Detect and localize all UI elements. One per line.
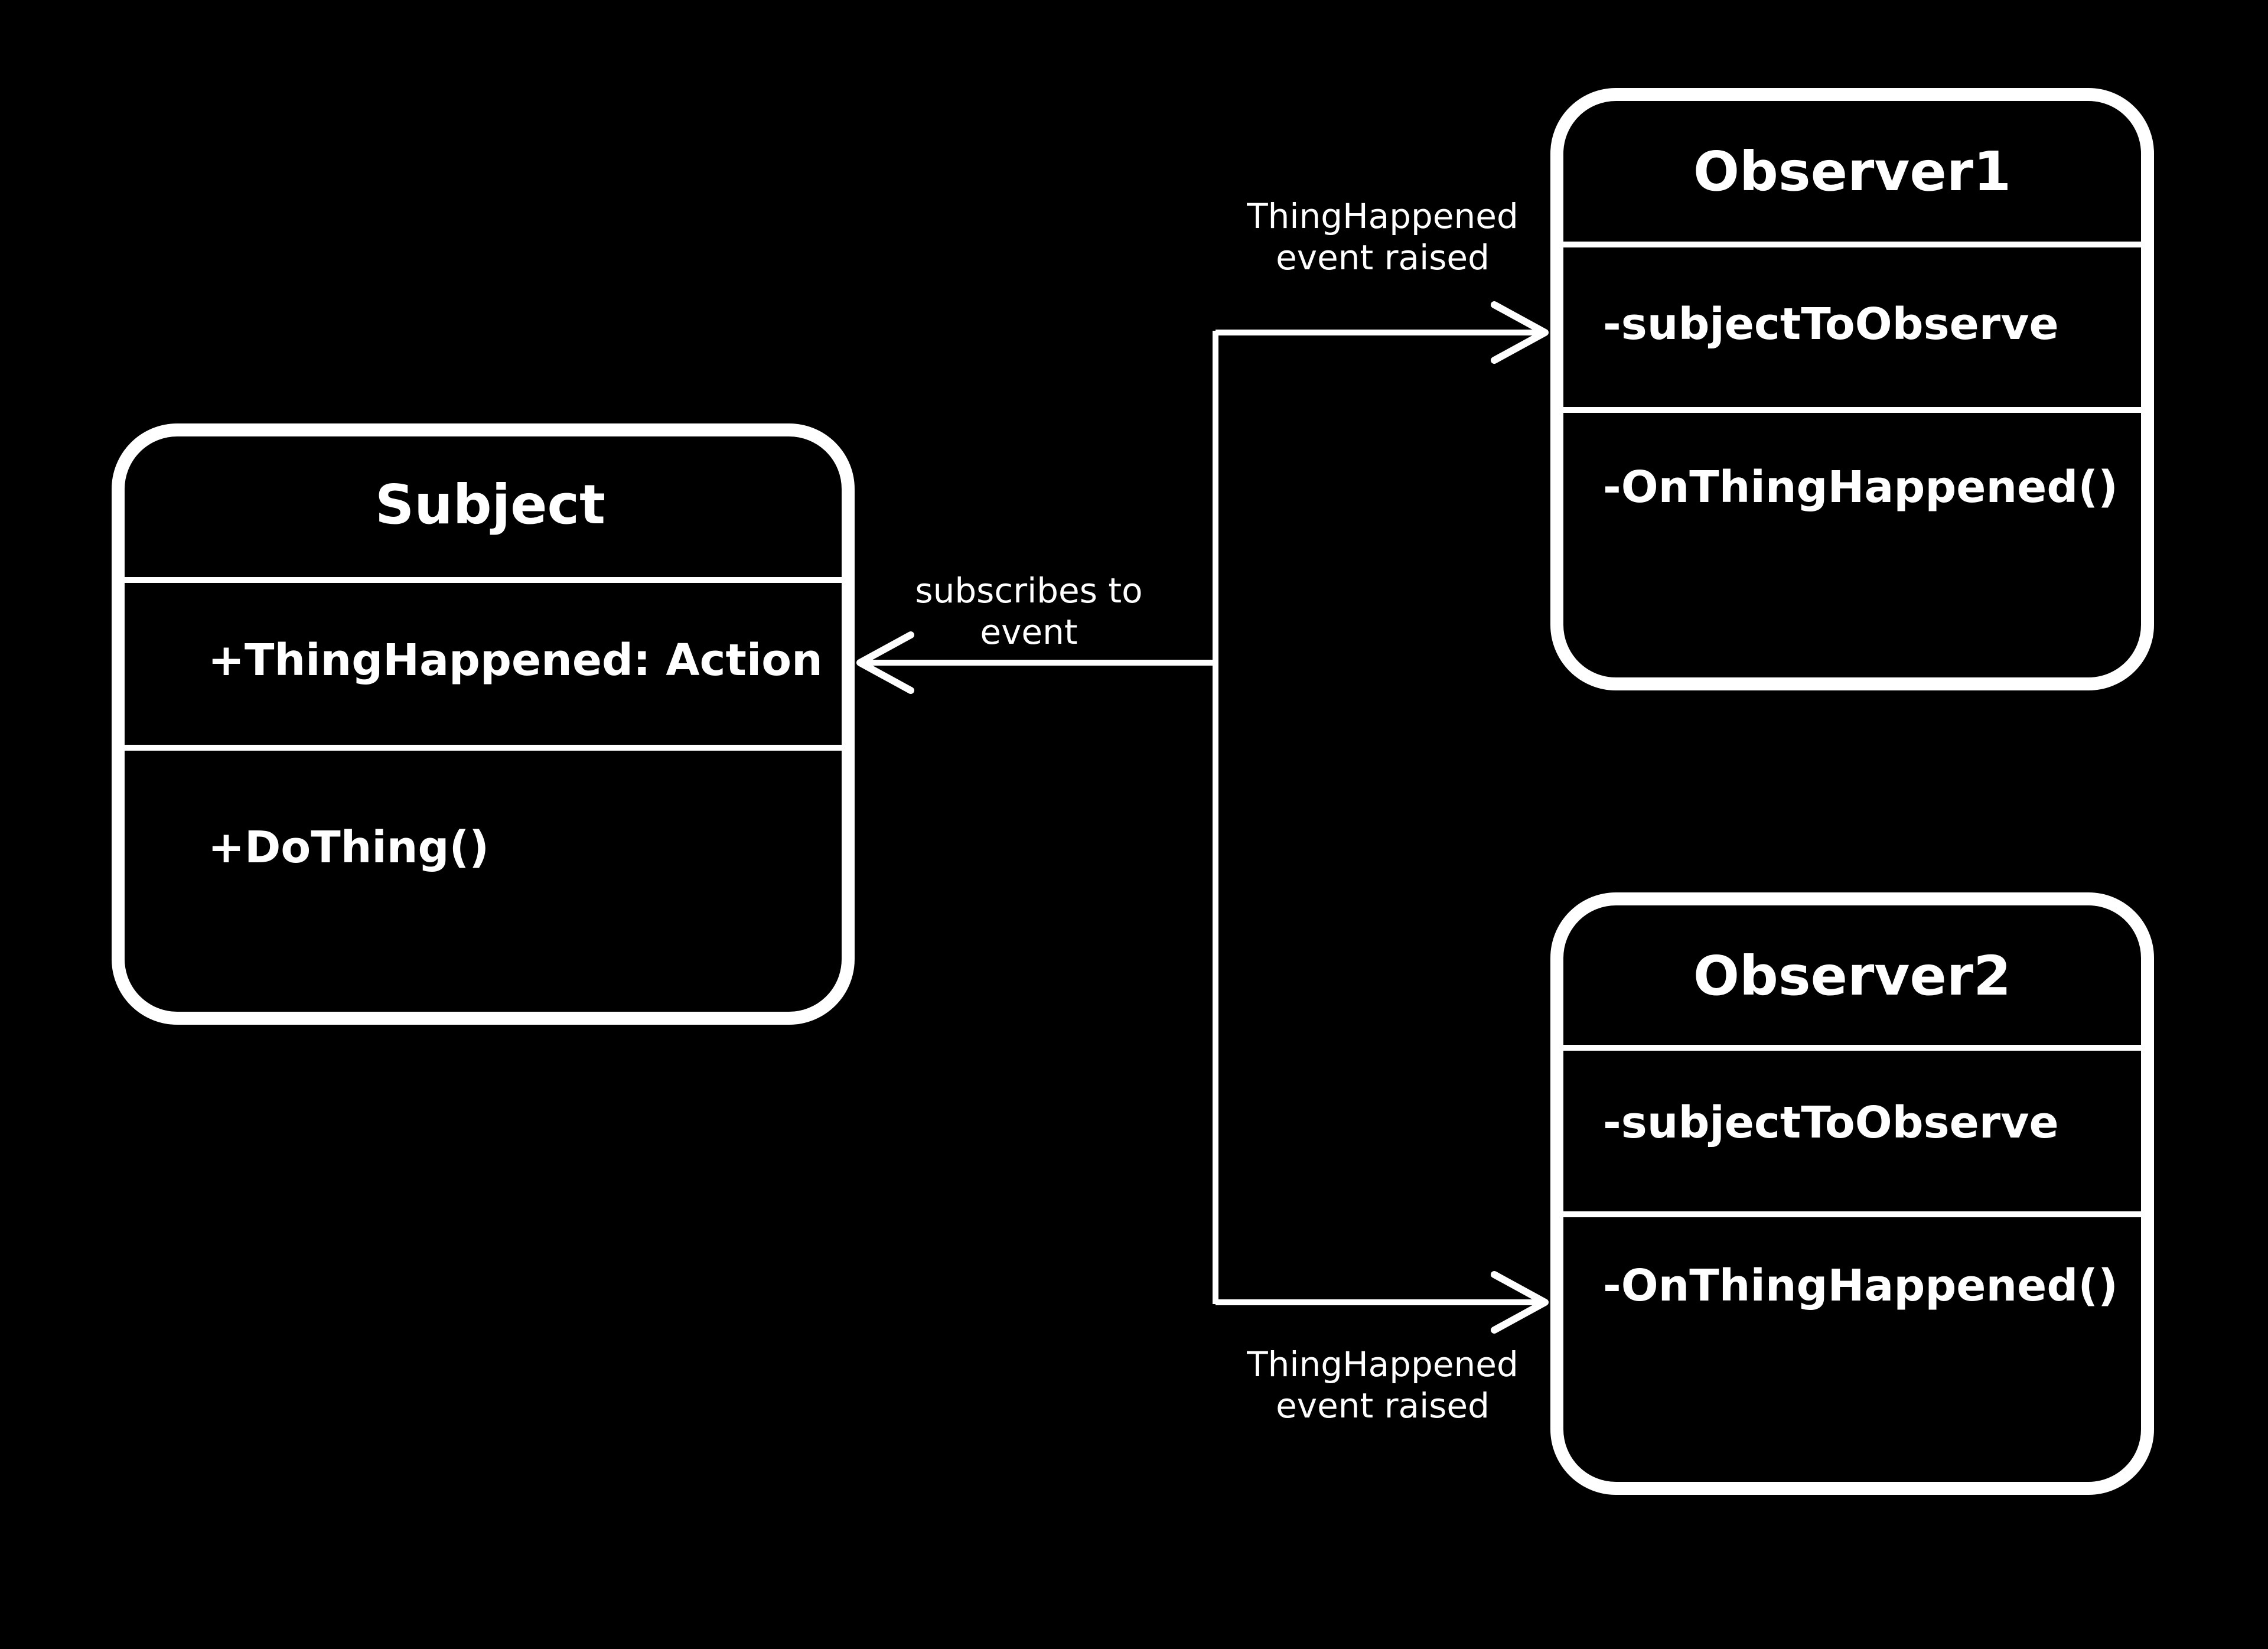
arrowhead-to-observer1 [1491, 301, 1549, 364]
observer1-attribute: -subjectToObserve [1603, 299, 2059, 350]
arrowhead-to-subject [856, 631, 914, 694]
edge-labels: subscribes to event ThingHappened event … [915, 196, 1518, 1426]
class-box-observer1: Observer1 -subjectToObserve -OnThingHapp… [1550, 88, 2154, 690]
observer1-title: Observer1 [1693, 140, 2011, 203]
observer2-method: -OnThingHappened() [1603, 1260, 2118, 1311]
subscribe-label-line-1: subscribes to [915, 571, 1142, 611]
observer2-attribute: -subjectToObserve [1603, 1097, 2059, 1148]
raised2-label-line-2: event raised [1276, 1386, 1490, 1426]
class-box-observer2: Observer2 -subjectToObserve -OnThingHapp… [1550, 892, 2154, 1495]
observer2-title: Observer2 [1693, 944, 2011, 1008]
connectors [856, 301, 1549, 1334]
subject-attribute: +ThingHappened: Action [208, 635, 823, 686]
arrowhead-to-observer2 [1491, 1271, 1549, 1334]
raised1-label-line-2: event raised [1276, 237, 1490, 278]
raised2-label-line-1: ThingHappened [1246, 1344, 1518, 1384]
subscribe-label-line-2: event [980, 612, 1077, 652]
subject-method: +DoThing() [208, 822, 489, 873]
observer1-method: -OnThingHappened() [1603, 462, 2118, 513]
subject-title: Subject [375, 473, 605, 536]
raised1-label-line-1: ThingHappened [1246, 196, 1518, 236]
class-box-subject: Subject +ThingHappened: Action +DoThing(… [112, 423, 855, 1025]
